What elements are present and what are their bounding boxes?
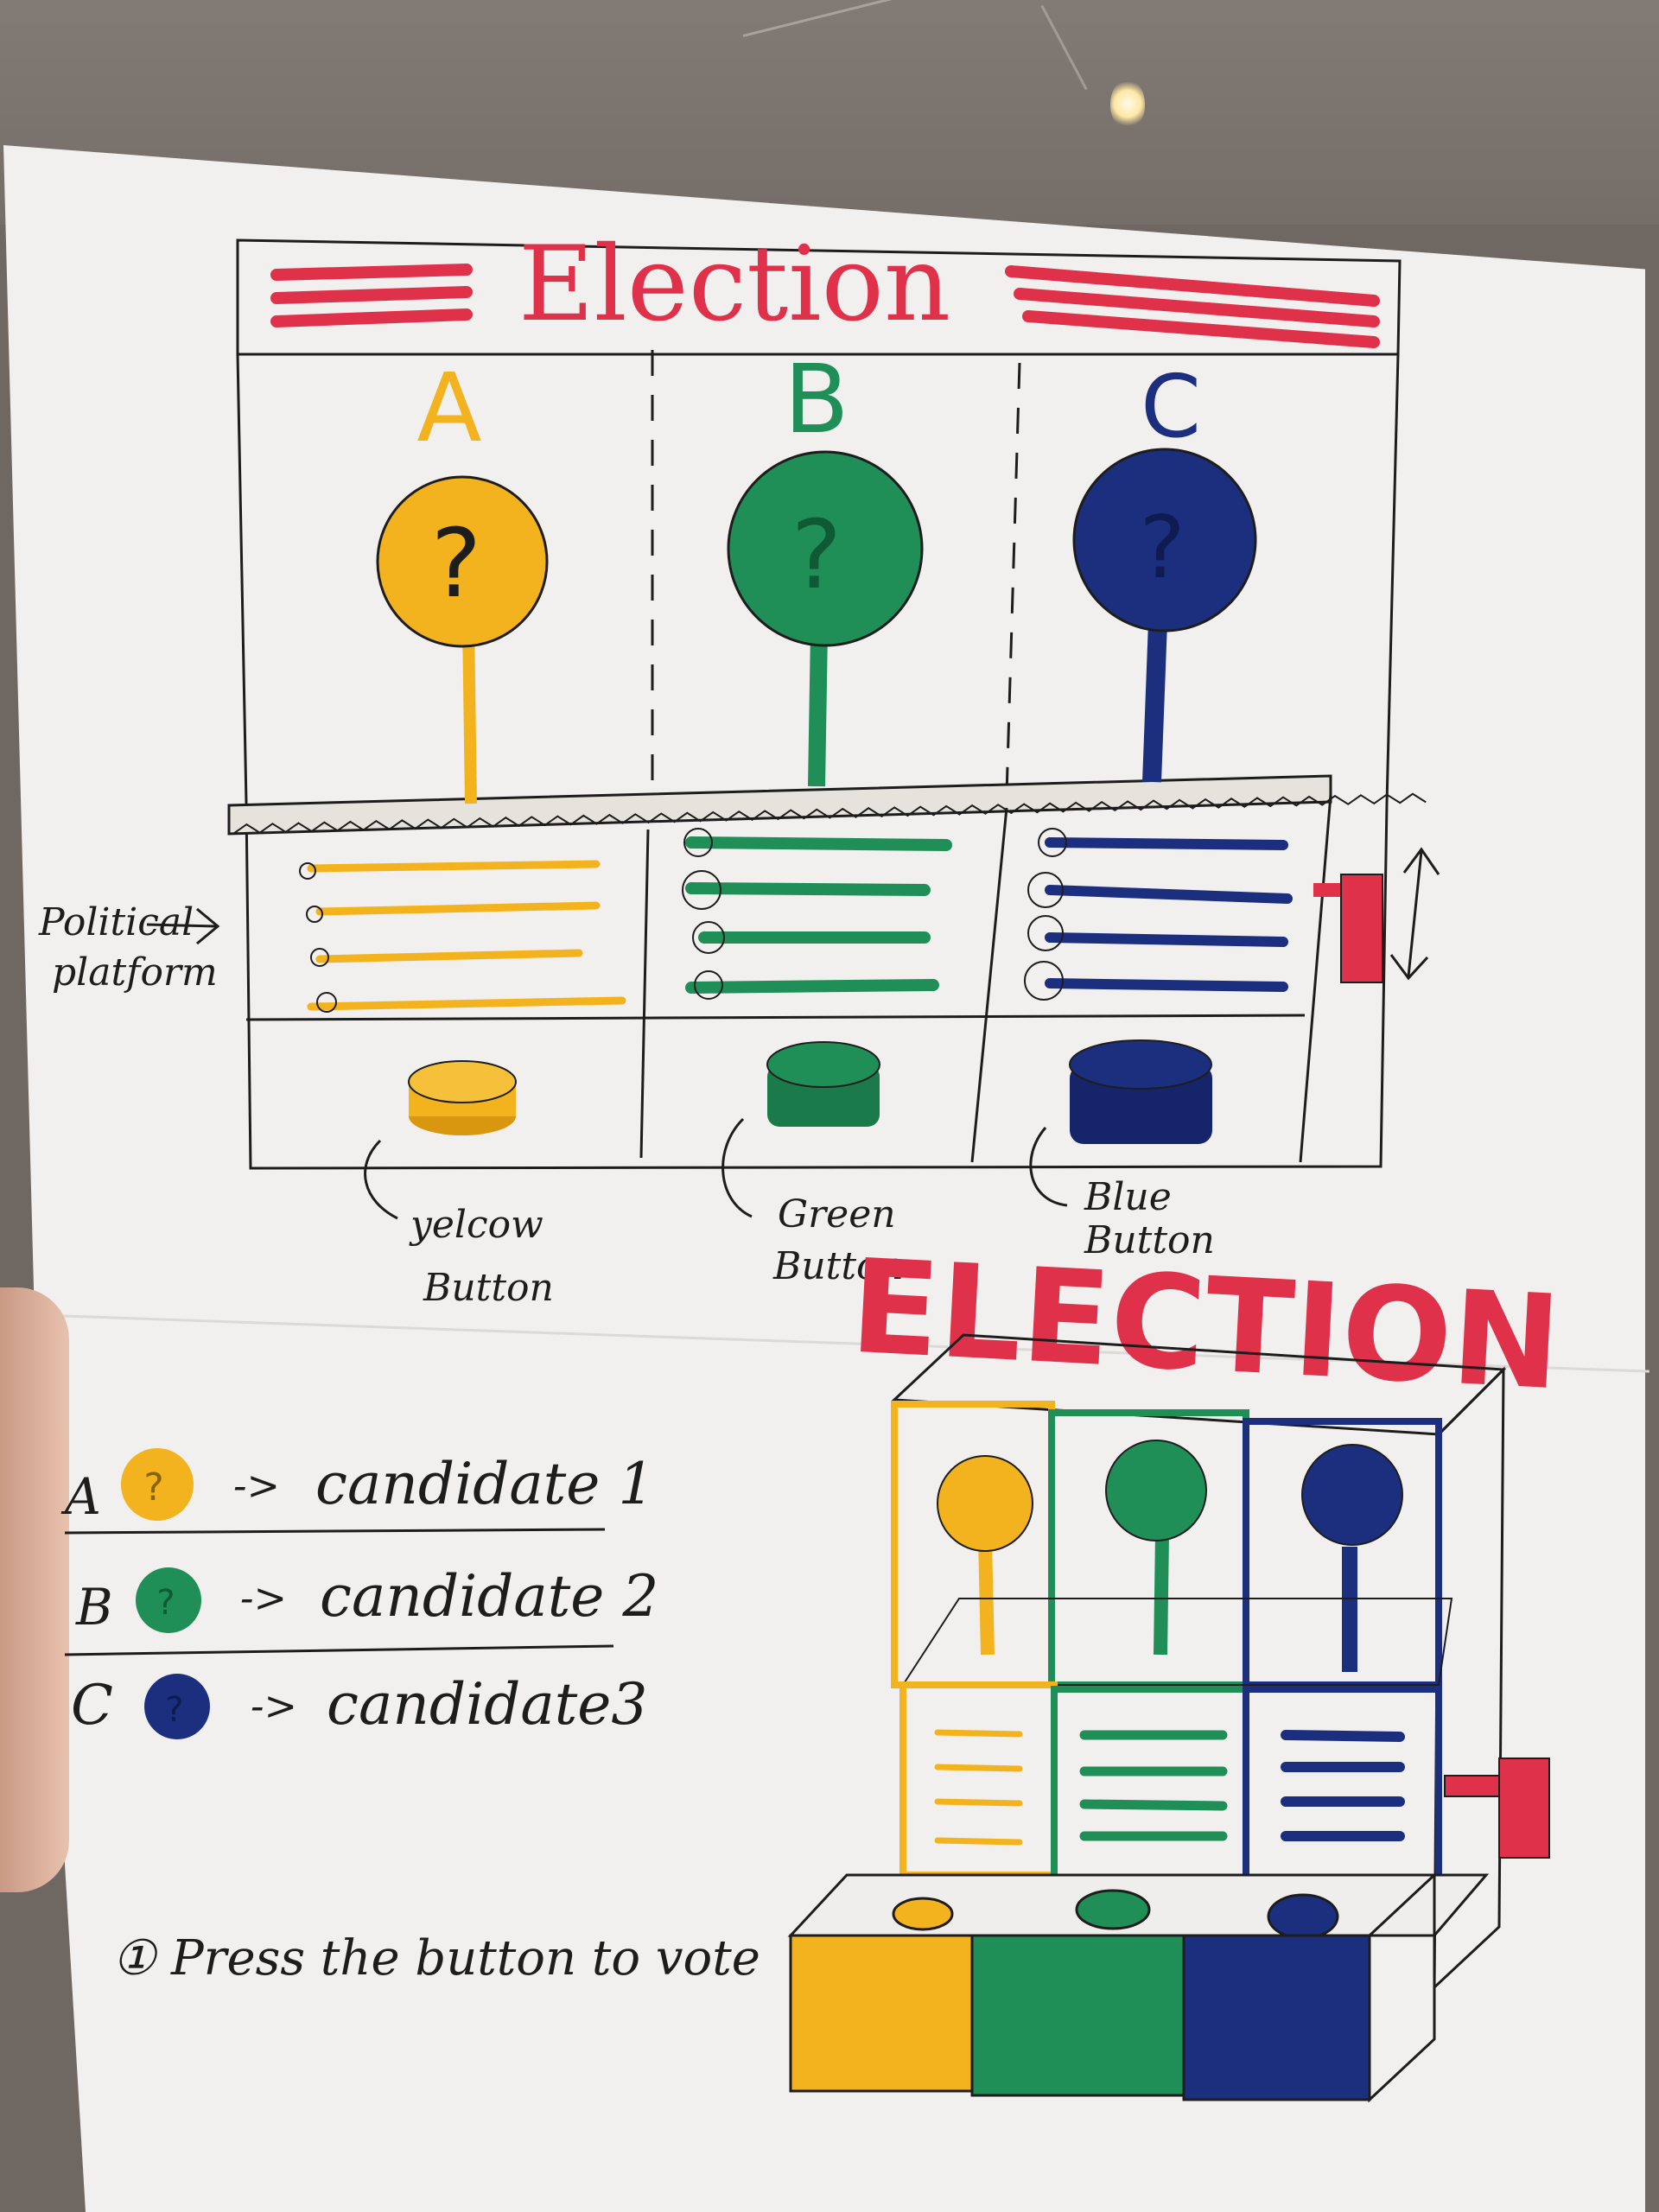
lollipop-stick [808, 630, 828, 787]
box-platform-blue [1243, 1686, 1442, 1887]
legend-candidate-2: candidate 2 [320, 1563, 658, 1630]
candidate-a-circle [376, 475, 549, 648]
zigzag-pattern [233, 792, 1427, 835]
box-green-button[interactable] [1075, 1889, 1151, 1930]
question-mark-icon: ? [156, 1583, 175, 1623]
voting-box-3d: ELECTION [787, 1232, 1564, 2103]
legend-candidate-3: candidate3 [327, 1671, 647, 1738]
light-bulb-icon [1110, 79, 1145, 128]
vote-instruction: ① Press the button to vote [112, 1930, 760, 1986]
box-list-blue [1281, 1730, 1405, 1841]
blue-vote-button[interactable] [1069, 1039, 1212, 1144]
legend-letter: C [71, 1674, 113, 1738]
candidate-c-circle [1072, 448, 1257, 632]
lollipop-stick [1154, 1533, 1169, 1656]
legend-green-circle [136, 1567, 201, 1633]
box-yellow-circle [937, 1455, 1033, 1552]
candidate-c-column: C ? [1024, 356, 1293, 1144]
candidate-letter: A [416, 353, 481, 463]
question-mark-icon: ? [143, 1465, 163, 1510]
legend-blue-circle [144, 1674, 210, 1739]
candidate-letter: B [784, 344, 849, 454]
box-front-green [970, 1934, 1185, 2097]
platform-numbers-b [682, 828, 725, 1000]
green-button-label: Green Button [772, 1192, 908, 1288]
box-scroll-handle[interactable] [1444, 1758, 1550, 1859]
box-platform-yellow [899, 1681, 1058, 1878]
candidate-b-circle [727, 450, 924, 647]
box-blue-button[interactable] [1267, 1893, 1339, 1940]
column-divider [1005, 362, 1021, 796]
hand-thumb [0, 1287, 69, 1892]
platform-list-a [307, 860, 626, 1011]
yellow-button-label: yelcow Button [409, 1203, 556, 1310]
pointer-arrow [364, 1139, 398, 1220]
column-divider [970, 807, 1008, 1163]
candidate-letter: C [1141, 356, 1201, 457]
question-mark-icon: ? [165, 1690, 183, 1730]
box-list-yellow [934, 1729, 1023, 1846]
question-mark-icon: ? [791, 499, 842, 610]
green-vote-button[interactable] [766, 1041, 880, 1127]
legend-arrow: -> [251, 1682, 297, 1729]
legend-divider [64, 1644, 614, 1656]
legend-arrow: -> [240, 1574, 287, 1621]
platform-numbers-a [299, 862, 337, 1013]
row-divider [245, 1014, 1306, 1021]
box-front-side [1368, 1872, 1436, 2103]
yellow-vote-button[interactable] [408, 1060, 517, 1135]
box-yellow-button[interactable] [892, 1897, 954, 1931]
legend-letter: B [75, 1578, 113, 1637]
up-down-arrow-icon [1389, 847, 1440, 981]
sketch-title: Election [518, 225, 950, 345]
side-label: Political platform [38, 900, 218, 995]
legend-yellow-circle [121, 1448, 194, 1521]
box-list-green [1079, 1730, 1228, 1841]
box-shelf [901, 1598, 1453, 1686]
ui-sketch: Election A ? [38, 225, 1440, 1310]
question-mark-icon: ? [1139, 497, 1185, 598]
pointer-arrow [1029, 1127, 1068, 1207]
legend-divider [64, 1528, 606, 1535]
platform-list-b [685, 836, 952, 994]
box-green-circle [1105, 1440, 1207, 1541]
legend-candidate-1: candidate 1 [315, 1451, 654, 1517]
scroll-handle[interactable] [1313, 874, 1383, 983]
legend-letter: A [60, 1467, 101, 1526]
box-platform-green [1051, 1686, 1249, 1883]
candidate-a-column: A ? [299, 353, 626, 1135]
platform-numbers-c [1024, 828, 1067, 1001]
platform-list-c [1045, 837, 1293, 992]
box-blue-circle [1301, 1444, 1403, 1546]
box-front-yellow [789, 1934, 974, 2093]
title-decoration-bars [270, 264, 1380, 348]
frame-edge [1299, 794, 1332, 1163]
question-mark-icon: ? [431, 508, 481, 619]
pointer-arrow [721, 1117, 753, 1218]
blue-button-label: Blue Button [1084, 1175, 1215, 1262]
legend-arrow: -> [233, 1462, 280, 1509]
column-divider [639, 829, 650, 1159]
box-title: ELECTION [847, 1232, 1564, 1420]
legend: A ? -> candidate 1 B ? -> candidate 2 C … [60, 1448, 760, 1986]
arrow-right-icon [146, 907, 220, 945]
candidate-b-column: B ? [682, 344, 952, 1127]
lollipop-stick [1142, 621, 1167, 783]
box-front-blue [1182, 1934, 1371, 2101]
lollipop-stick [978, 1537, 995, 1656]
lollipop-stick [462, 621, 477, 804]
